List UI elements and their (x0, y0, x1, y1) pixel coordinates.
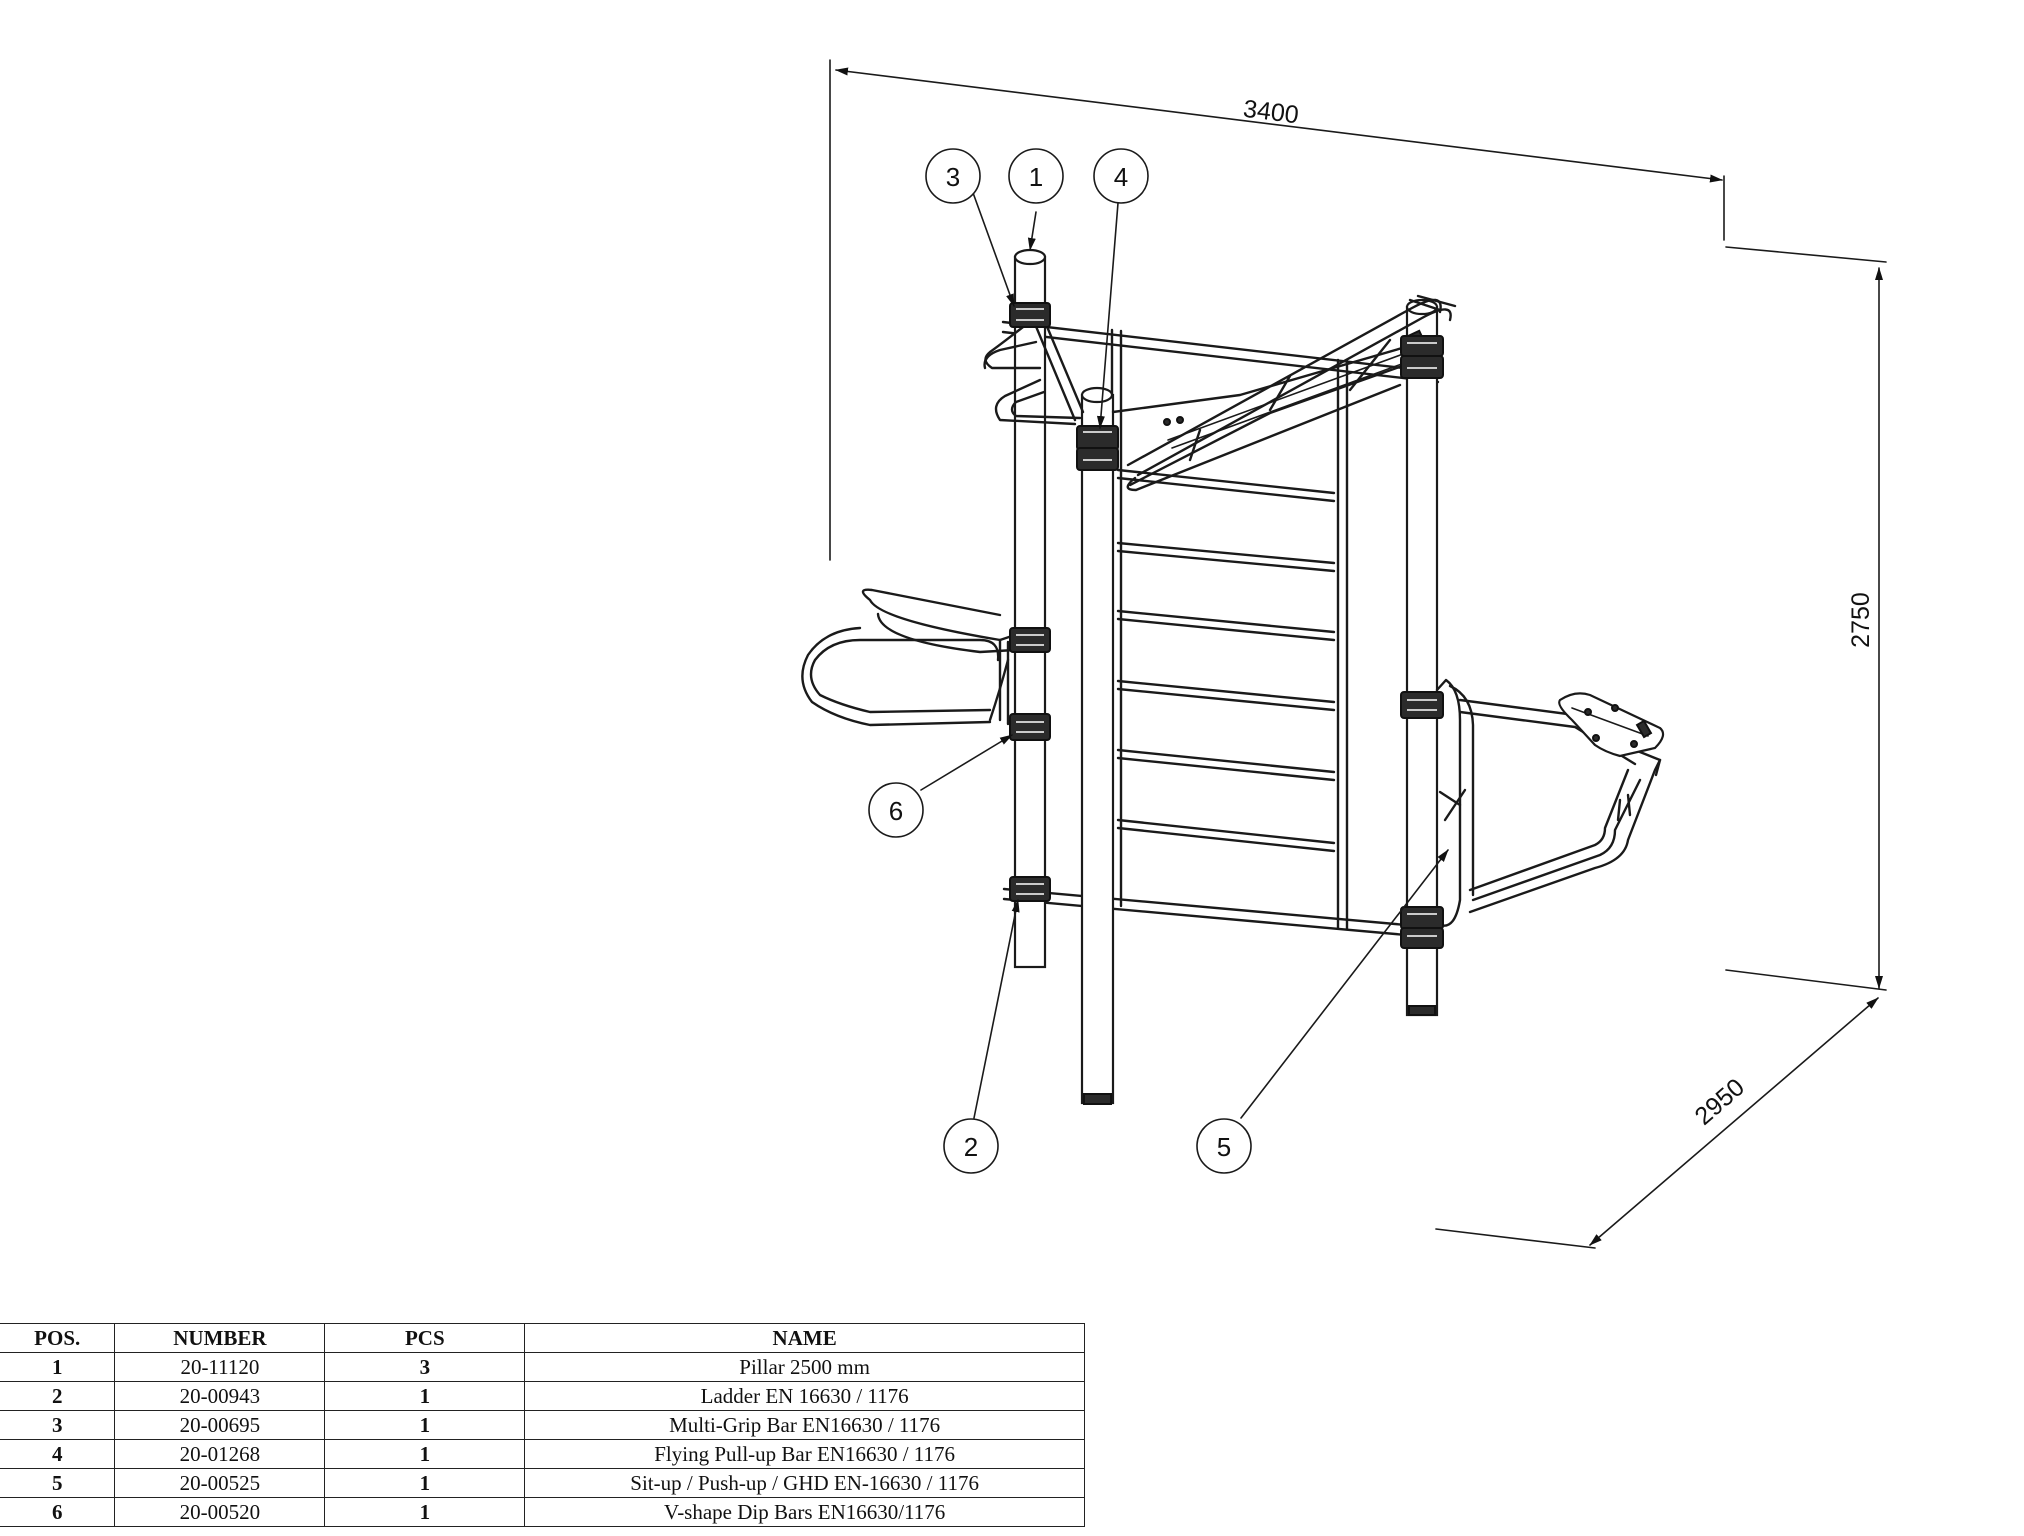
height-dimension: 2750 (1725, 246, 1887, 991)
row-number: 20-00943 (114, 1381, 326, 1411)
balloon-2: 2 (943, 1118, 999, 1174)
row-pos: 4 (0, 1439, 116, 1469)
table-row: 5 20-00525 1 Sit-up / Push-up / GHD EN-1… (0, 1468, 1085, 1498)
balloon-3: 3 (925, 148, 981, 204)
ladder (1001, 320, 1442, 940)
row-number: 20-00520 (114, 1497, 326, 1527)
row-pos: 1 (0, 1352, 116, 1382)
table-row: 2 20-00943 1 Ladder EN 16630 / 1176 (0, 1381, 1085, 1411)
balloon-5-label: 5 (1217, 1132, 1231, 1162)
table-row: 6 20-00520 1 V-shape Dip Bars EN16630/11… (0, 1497, 1085, 1527)
clamps (1009, 302, 1444, 949)
multi-grip-bar (983, 308, 1085, 426)
row-name: Pillar 2500 mm (524, 1352, 1085, 1382)
row-pos: 2 (0, 1381, 116, 1411)
balloon-1-label: 1 (1029, 162, 1043, 192)
row-name: Multi-Grip Bar EN16630 / 1176 (524, 1410, 1085, 1440)
row-pos: 6 (0, 1497, 116, 1527)
row-name: Flying Pull-up Bar EN16630 / 1176 (524, 1439, 1085, 1469)
depth-dimension: 2950 (1435, 997, 1879, 1249)
row-number: 20-00695 (114, 1410, 326, 1440)
balloon-6: 6 (868, 782, 924, 838)
depth-dimension-label: 2950 (1690, 1073, 1750, 1131)
row-pcs: 1 (324, 1381, 526, 1411)
row-pcs: 1 (324, 1410, 526, 1440)
sit-up-push-up-ghd (1435, 678, 1665, 927)
row-name: Sit-up / Push-up / GHD EN-16630 / 1176 (524, 1468, 1085, 1498)
balloon-2-label: 2 (964, 1132, 978, 1162)
balloon-1: 1 (1008, 148, 1064, 204)
balloon-3-label: 3 (946, 162, 960, 192)
row-number: 20-00525 (114, 1468, 326, 1498)
bill-of-materials-table: POS. NUMBER PCS NAME 1 20-11120 3 Pillar… (0, 1323, 1085, 1527)
pcs-column-header: PCS (324, 1323, 526, 1353)
number-column-header: NUMBER (114, 1323, 326, 1353)
table-header-row: POS. NUMBER PCS NAME (0, 1323, 1085, 1353)
v-shape-dip-bars (801, 588, 1017, 727)
leader-lines (920, 189, 1449, 1119)
table-row: 1 20-11120 3 Pillar 2500 mm (0, 1352, 1085, 1382)
ladder-rungs (1116, 468, 1336, 853)
balloon-4-label: 4 (1114, 162, 1128, 192)
balloon-4: 4 (1093, 148, 1149, 204)
row-name: V-shape Dip Bars EN16630/1176 (524, 1497, 1085, 1527)
balloon-6-label: 6 (889, 796, 903, 826)
row-number: 20-01268 (114, 1439, 326, 1469)
balloon-5: 5 (1196, 1118, 1252, 1174)
row-pos: 3 (0, 1410, 116, 1440)
height-dimension-label: 2750 (1847, 592, 1875, 648)
row-name: Ladder EN 16630 / 1176 (524, 1381, 1085, 1411)
row-number: 20-11120 (114, 1352, 326, 1382)
row-pcs: 3 (324, 1352, 526, 1382)
flying-pull-up-bar (1111, 294, 1457, 492)
table-row: 3 20-00695 1 Multi-Grip Bar EN16630 / 11… (0, 1410, 1085, 1440)
name-column-header: NAME (524, 1323, 1085, 1353)
row-pos: 5 (0, 1468, 116, 1498)
width-dimension: 3400 (829, 59, 1725, 561)
pillar-left (1013, 248, 1047, 969)
row-pcs: 1 (324, 1439, 526, 1469)
pos-column-header: POS. (0, 1323, 116, 1353)
width-dimension-label: 3400 (1242, 95, 1301, 130)
pillar-middle (1080, 386, 1115, 1105)
row-pcs: 1 (324, 1497, 526, 1527)
row-pcs: 1 (324, 1468, 526, 1498)
table-row: 4 20-01268 1 Flying Pull-up Bar EN16630 … (0, 1439, 1085, 1469)
